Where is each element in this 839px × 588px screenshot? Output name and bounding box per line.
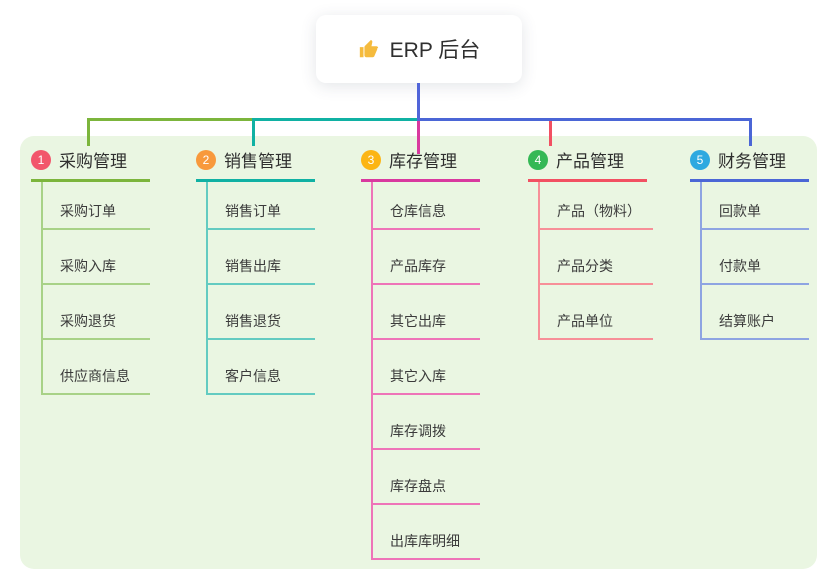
child-node[interactable]: 结算账户 <box>702 285 809 340</box>
branch-children: 仓库信息产品库存其它出库其它入库库存调拨库存盘点出库库明细 <box>371 182 480 560</box>
child-node[interactable]: 库存调拨 <box>373 395 480 450</box>
child-node[interactable]: 仓库信息 <box>373 182 480 230</box>
child-node[interactable]: 供应商信息 <box>43 340 150 395</box>
thumbs-up-icon <box>358 38 380 60</box>
connector-horizontal-sales <box>252 118 419 121</box>
branch-label: 采购管理 <box>59 152 127 171</box>
branch-number-badge: 5 <box>690 149 710 170</box>
child-node[interactable]: 出库库明细 <box>373 505 480 560</box>
child-node[interactable]: 采购订单 <box>43 182 150 230</box>
branch-number-badge: 4 <box>528 149 548 170</box>
child-node[interactable]: 产品库存 <box>373 230 480 285</box>
branch-header-finance[interactable]: 5 财务管理 <box>690 147 809 182</box>
child-node[interactable]: 采购入库 <box>43 230 150 285</box>
branch-children: 销售订单销售出库销售退货客户信息 <box>206 182 315 395</box>
root-label: ERP 后台 <box>389 39 481 62</box>
branch-product: 4 产品管理产品（物料）产品分类产品单位 <box>528 147 653 340</box>
branch-number-badge: 1 <box>31 149 51 170</box>
branch-label: 销售管理 <box>224 152 292 171</box>
branch-header-purchase[interactable]: 1 采购管理 <box>31 147 150 182</box>
root-node[interactable]: ERP 后台 <box>316 15 522 83</box>
connector-drop-purchase <box>87 118 90 146</box>
branch-sales: 2 销售管理销售订单销售出库销售退货客户信息 <box>196 147 315 395</box>
child-node[interactable]: 回款单 <box>702 182 809 230</box>
connector-root-stem <box>417 83 420 121</box>
connector-drop-sales <box>252 118 255 146</box>
child-node[interactable]: 销售订单 <box>208 182 315 230</box>
branch-label: 财务管理 <box>718 152 786 171</box>
branch-label: 产品管理 <box>556 152 624 171</box>
connector-horizontal-purchase <box>87 118 254 121</box>
child-node[interactable]: 产品（物料） <box>540 182 653 230</box>
branch-header-sales[interactable]: 2 销售管理 <box>196 147 315 182</box>
branch-finance: 5 财务管理回款单付款单结算账户 <box>690 147 809 340</box>
child-node[interactable]: 付款单 <box>702 230 809 285</box>
connector-horizontal-finance <box>417 118 751 121</box>
branch-children: 产品（物料）产品分类产品单位 <box>538 182 653 340</box>
child-node[interactable]: 库存盘点 <box>373 450 480 505</box>
branch-children: 采购订单采购入库采购退货供应商信息 <box>41 182 150 395</box>
branch-label: 库存管理 <box>389 152 457 171</box>
child-node[interactable]: 产品单位 <box>540 285 653 340</box>
child-node[interactable]: 采购退货 <box>43 285 150 340</box>
branch-purchase: 1 采购管理采购订单采购入库采购退货供应商信息 <box>31 147 150 395</box>
child-node[interactable]: 销售退货 <box>208 285 315 340</box>
child-node[interactable]: 其它入库 <box>373 340 480 395</box>
branches-panel <box>20 136 817 569</box>
branch-header-product[interactable]: 4 产品管理 <box>528 147 647 182</box>
child-node[interactable]: 销售出库 <box>208 230 315 285</box>
child-node[interactable]: 其它出库 <box>373 285 480 340</box>
branch-inventory: 3 库存管理仓库信息产品库存其它出库其它入库库存调拨库存盘点出库库明细 <box>361 147 480 560</box>
branch-children: 回款单付款单结算账户 <box>700 182 809 340</box>
branch-header-inventory[interactable]: 3 库存管理 <box>361 147 480 182</box>
child-node[interactable]: 产品分类 <box>540 230 653 285</box>
connector-drop-inventory <box>417 121 420 154</box>
connector-drop-product <box>549 118 552 146</box>
child-node[interactable]: 客户信息 <box>208 340 315 395</box>
branch-number-badge: 3 <box>361 149 381 170</box>
branch-number-badge: 2 <box>196 149 216 170</box>
connector-drop-finance <box>749 118 752 146</box>
